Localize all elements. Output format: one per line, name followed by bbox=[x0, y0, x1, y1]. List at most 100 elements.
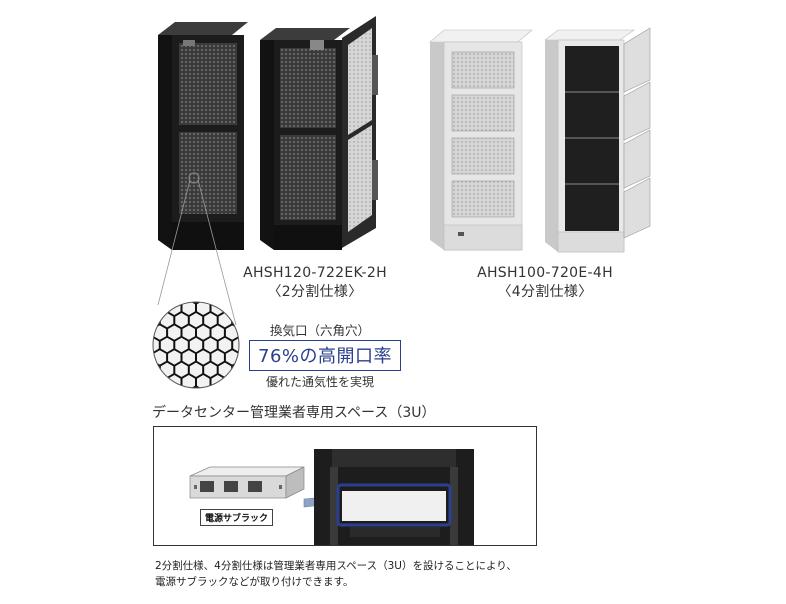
hex-hole bbox=[168, 276, 180, 290]
vent-title: 換気口（六角穴） bbox=[270, 323, 371, 338]
hex-hole bbox=[117, 288, 129, 302]
open-ratio-badge: 76%の高開口率 bbox=[249, 340, 402, 371]
hex-hole bbox=[175, 337, 188, 353]
power-subrack-label: 電源サブラック bbox=[200, 509, 274, 526]
hex-hole bbox=[197, 302, 210, 315]
hex-hole bbox=[197, 276, 210, 290]
hex-hole bbox=[139, 276, 152, 290]
hex-hole bbox=[153, 362, 159, 377]
hex-hole bbox=[153, 313, 159, 328]
product-label-2h: AHSH120-722EK-2H 〈2分割仕様〉 bbox=[230, 264, 400, 302]
hex-hole bbox=[225, 350, 239, 365]
hex-hole bbox=[125, 325, 138, 339]
hex-hole bbox=[212, 276, 224, 290]
hex-hole bbox=[225, 325, 239, 340]
hex-hole bbox=[132, 387, 145, 400]
hex-hole bbox=[197, 375, 210, 388]
admin-space-title: データセンター管理業者専用スペース（3U） bbox=[152, 405, 436, 421]
hex-hole bbox=[269, 301, 281, 315]
hex-hole bbox=[211, 350, 224, 365]
hex-hole bbox=[255, 301, 268, 315]
hex-hole bbox=[218, 337, 232, 353]
admin-space-caption: 2分割仕様、4分割仕様は管理業者専用スペース（3U）を設けることにより、 電源サ… bbox=[155, 558, 517, 590]
hex-hole bbox=[182, 350, 195, 365]
hex-hole bbox=[197, 350, 210, 365]
hex-hole bbox=[132, 313, 145, 327]
hex-hole bbox=[204, 387, 217, 388]
zoom-line bbox=[157, 179, 191, 306]
hex-hole bbox=[139, 301, 152, 315]
model-name: AHSH120-722EK-2H bbox=[243, 265, 387, 281]
hex-hole bbox=[132, 288, 145, 302]
hex-hole bbox=[125, 375, 138, 389]
hex-hole bbox=[154, 276, 167, 290]
cabinet-black-closed bbox=[158, 22, 248, 250]
hex-hole bbox=[153, 302, 167, 315]
hex-hole bbox=[189, 302, 203, 303]
hex-hole bbox=[117, 313, 129, 327]
hex-hole bbox=[153, 375, 167, 388]
hex-hole bbox=[132, 338, 145, 352]
hex-hole bbox=[153, 350, 167, 365]
hex-hole bbox=[132, 363, 145, 377]
admin-space-illustration bbox=[189, 449, 474, 545]
hex-hole bbox=[125, 276, 138, 290]
open-ratio-label: の高開口率 bbox=[299, 346, 393, 367]
hex-hole bbox=[175, 313, 188, 328]
cabinet-black-open bbox=[260, 16, 378, 250]
hex-hole bbox=[117, 363, 129, 377]
model-variant: 〈4分割仕様〉 bbox=[497, 284, 593, 300]
hex-hole bbox=[204, 302, 217, 303]
hex-hole bbox=[168, 350, 181, 365]
hex-hole bbox=[182, 325, 195, 340]
product-label-4h: AHSH100-720E-4H 〈4分割仕様〉 bbox=[460, 264, 630, 302]
model-variant: 〈2分割仕様〉 bbox=[267, 284, 363, 300]
hex-hole bbox=[153, 337, 159, 353]
hex-hole bbox=[248, 313, 261, 327]
hex-hole bbox=[175, 362, 188, 377]
hex-hole bbox=[139, 350, 152, 364]
caption-line: 電源サブラックなどが取り付けできます。 bbox=[155, 576, 354, 588]
hex-hole bbox=[182, 302, 195, 315]
hex-hole bbox=[189, 337, 203, 353]
hex-hole bbox=[233, 337, 239, 353]
hex-hole bbox=[168, 325, 181, 340]
hex-hole bbox=[240, 325, 253, 339]
hex-hole bbox=[225, 302, 239, 315]
hex-hole bbox=[225, 375, 239, 388]
hex-hole bbox=[233, 362, 239, 377]
hex-hole bbox=[204, 362, 217, 377]
hex-hole bbox=[125, 350, 138, 364]
cabinet-illustrations bbox=[117, 16, 651, 400]
hex-hole bbox=[240, 375, 253, 389]
hex-hole bbox=[233, 387, 239, 388]
hex-hole bbox=[117, 338, 129, 352]
cabinet-white-open bbox=[544, 27, 651, 253]
hex-hole bbox=[139, 375, 152, 389]
zoom-line bbox=[197, 179, 237, 326]
hex-hole bbox=[182, 375, 195, 388]
hex-hole bbox=[197, 325, 210, 340]
open-ratio-value: 76% bbox=[258, 346, 300, 367]
model-name: AHSH100-720E-4H bbox=[477, 265, 613, 281]
hex-hole bbox=[204, 313, 217, 328]
hex-hole bbox=[175, 302, 188, 303]
hex-hole bbox=[248, 387, 261, 400]
hex-hole bbox=[160, 302, 174, 303]
hex-hole bbox=[117, 387, 129, 400]
hex-hole bbox=[204, 337, 217, 353]
hex-hole bbox=[189, 387, 203, 388]
hex-hole bbox=[139, 325, 152, 339]
cabinet-interior-photo bbox=[314, 449, 474, 545]
hex-hole bbox=[125, 301, 138, 315]
hex-hole bbox=[175, 387, 188, 388]
hex-hole bbox=[255, 325, 268, 339]
hex-hole bbox=[218, 387, 232, 388]
hex-hole bbox=[240, 301, 253, 315]
hex-hole bbox=[183, 276, 196, 290]
hex-hole bbox=[153, 387, 159, 388]
hex-hole bbox=[153, 302, 159, 303]
hex-hole bbox=[189, 362, 203, 377]
cabinet-white-closed bbox=[429, 29, 533, 251]
hex-hole bbox=[160, 387, 174, 388]
